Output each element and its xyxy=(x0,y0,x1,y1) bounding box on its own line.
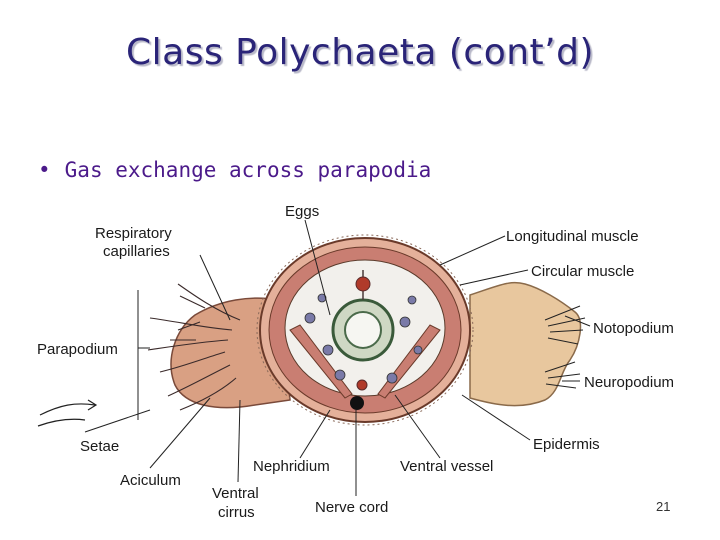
eggs xyxy=(304,293,423,384)
nerve-cord xyxy=(350,396,364,410)
label-notopodium: Notopodium xyxy=(593,320,674,337)
label-neuropodium: Neuropodium xyxy=(584,374,674,391)
label-nerve-cord: Nerve cord xyxy=(315,499,388,516)
label-parapodium: Parapodium xyxy=(37,341,118,358)
ventral-vessel xyxy=(356,379,368,391)
label-nephridium: Nephridium xyxy=(253,458,330,475)
bullet-text: Gas exchange across parapodia xyxy=(64,158,432,182)
label-eggs: Eggs xyxy=(285,203,319,220)
right-parapodium xyxy=(469,281,586,407)
label-epidermis: Epidermis xyxy=(533,436,600,453)
label-respiratory-capillaries-line2: capillaries xyxy=(103,243,170,260)
label-respiratory-capillaries-line1: Respiratory xyxy=(95,225,172,242)
label-longitudinal-muscle: Longitudinal muscle xyxy=(506,228,639,245)
label-ventral-vessel: Ventral vessel xyxy=(400,458,493,475)
label-aciculum: Aciculum xyxy=(120,472,181,489)
bullet-dot: • xyxy=(38,158,51,182)
dorsal-vessel xyxy=(355,276,371,292)
label-ventral-cirrus-line1: Ventral xyxy=(212,485,259,502)
bullet-point: • Gas exchange across parapodia xyxy=(38,158,431,182)
label-ventral-cirrus-line2: cirrus xyxy=(218,504,255,521)
gut-lumen xyxy=(344,311,382,349)
water-flow-arrows xyxy=(37,399,98,427)
epidermis xyxy=(256,234,474,426)
label-setae: Setae xyxy=(80,438,119,455)
polychaete-cross-section-figure: Eggs Respiratory capillaries Parapodium … xyxy=(37,203,674,521)
leader-lines xyxy=(84,219,591,496)
label-circular-muscle: Circular muscle xyxy=(531,263,634,280)
slide-title: Class Polychaeta (cont’d) xyxy=(126,32,594,73)
page-number: 21 xyxy=(656,499,671,514)
